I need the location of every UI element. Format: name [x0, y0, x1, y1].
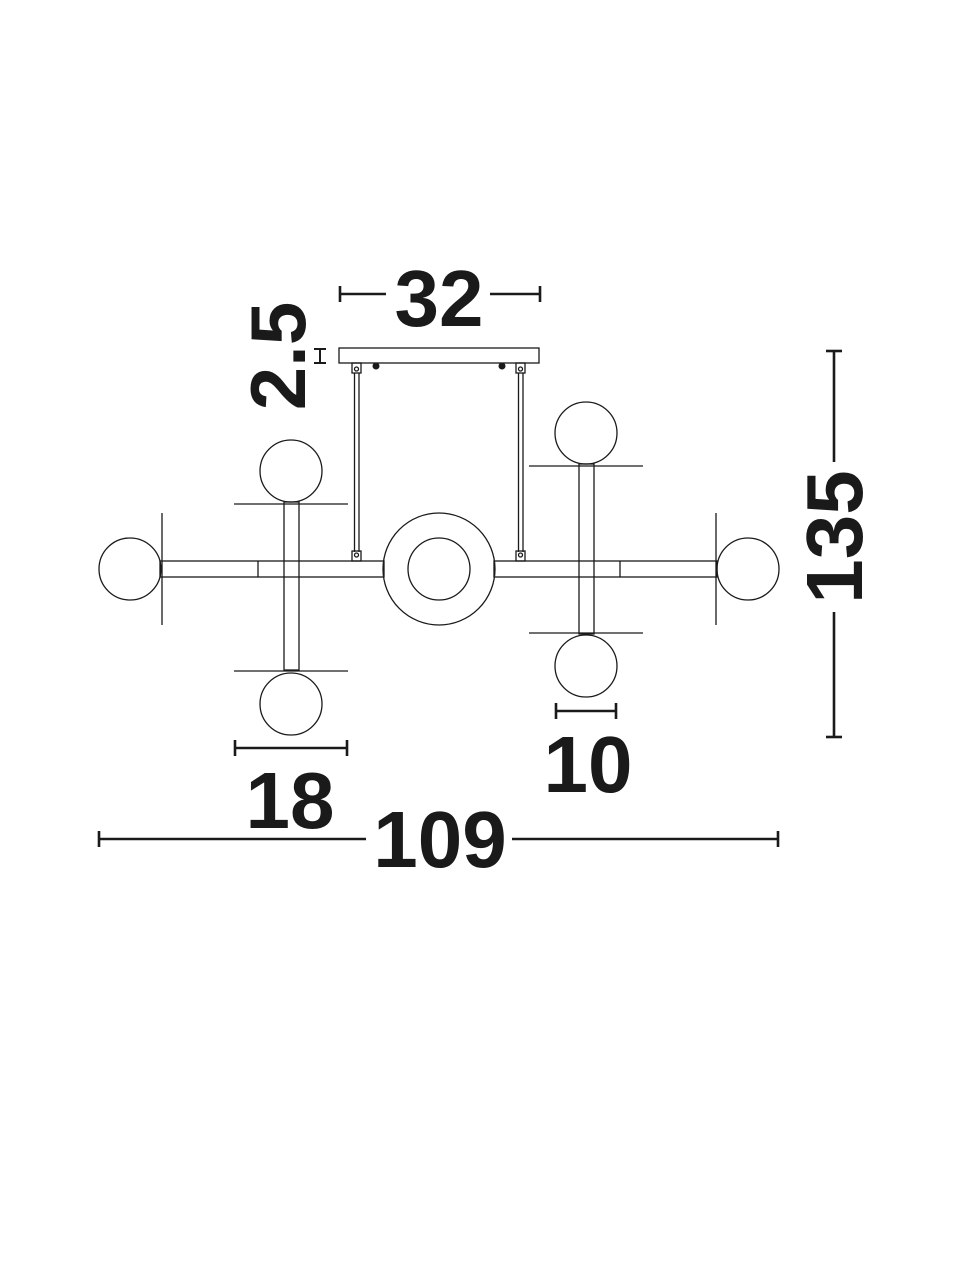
- right-vertical-arm: [529, 401, 643, 698]
- end-globe-right: [715, 513, 780, 625]
- ceiling-canopy: [338, 347, 540, 374]
- dimension-canopy-width: 32: [338, 254, 542, 343]
- dimension-arm-depth: 18: [233, 740, 349, 845]
- globe-right-top: [554, 401, 618, 465]
- globe-diameter-label: 10: [544, 720, 633, 809]
- main-bar: [159, 560, 718, 578]
- globe-left-top: [259, 439, 323, 503]
- suspension-rods: [351, 373, 526, 562]
- dimension-globe-diameter: 10: [544, 703, 633, 809]
- arm-depth-label: 18: [246, 756, 335, 845]
- dimension-total-width: 109: [97, 795, 780, 884]
- dimension-total-height: 135: [790, 349, 879, 739]
- central-ring-globe: [382, 512, 496, 626]
- globe-right-bottom: [554, 634, 618, 698]
- dimension-canopy-height: 2.5: [234, 302, 326, 410]
- total-height-label: 135: [790, 470, 879, 603]
- left-vertical-arm: [234, 439, 348, 736]
- canopy-width-label: 32: [395, 254, 484, 343]
- globe-left-bottom: [259, 672, 323, 736]
- end-globe-left: [98, 513, 163, 625]
- total-width-label: 109: [373, 795, 506, 884]
- canopy-height-label: 2.5: [234, 302, 322, 410]
